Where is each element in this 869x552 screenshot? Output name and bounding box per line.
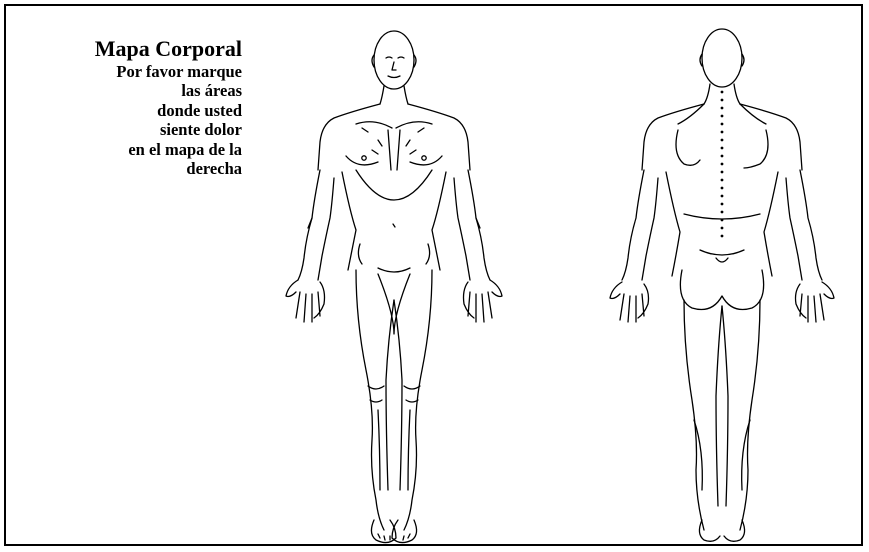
body-back-icon[interactable] bbox=[610, 29, 834, 541]
spine-dots bbox=[721, 91, 724, 238]
body-front-icon[interactable] bbox=[286, 31, 502, 543]
